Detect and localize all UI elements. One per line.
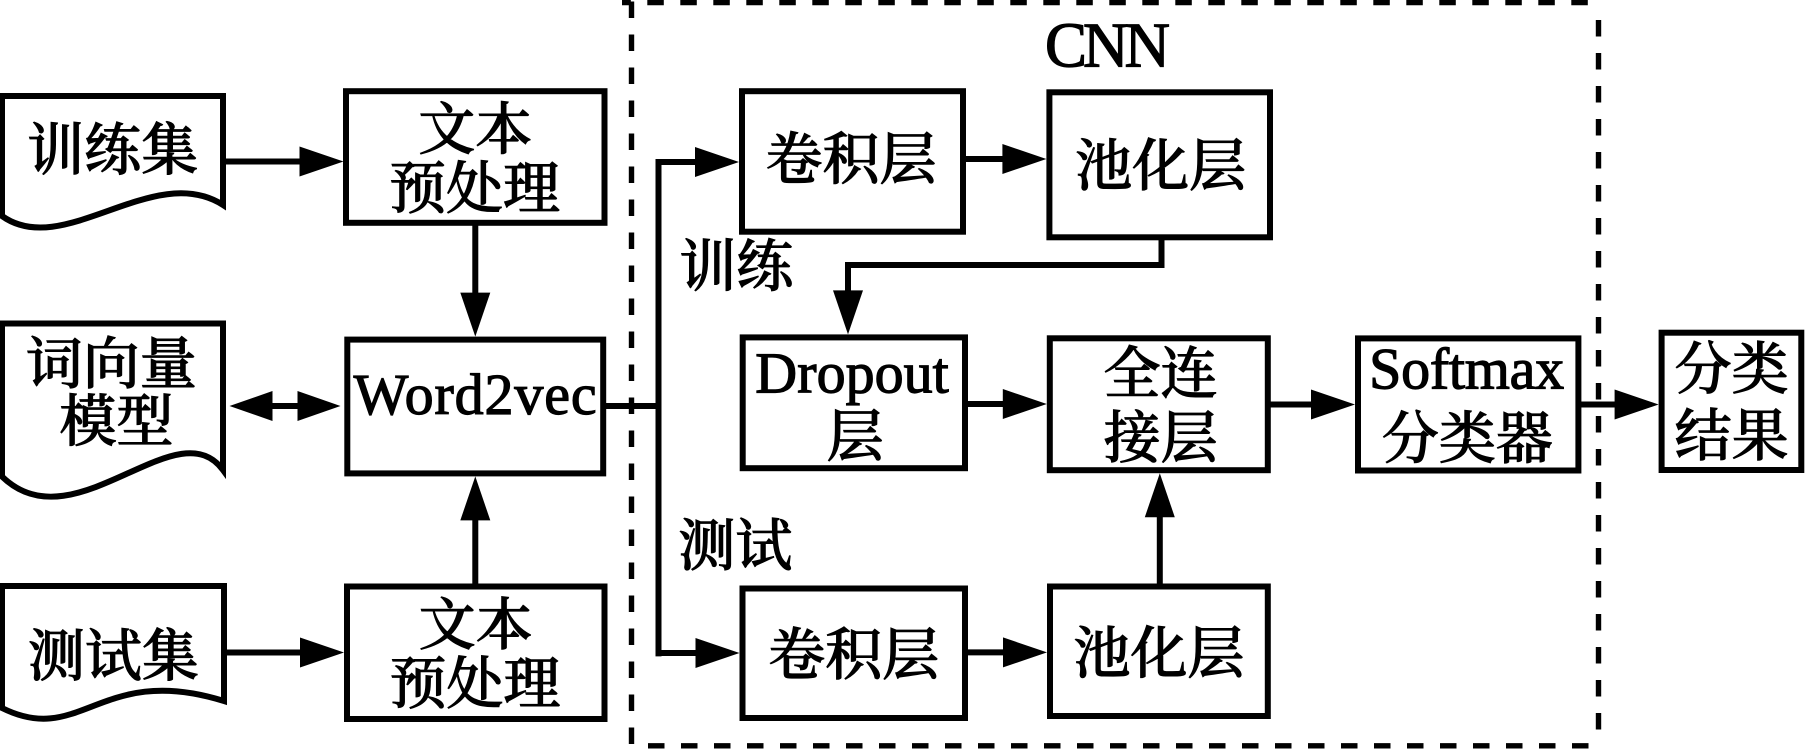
svg-text:Word2vec: Word2vec	[354, 362, 597, 427]
svg-text:Dropout: Dropout	[755, 341, 949, 406]
svg-text:CNN: CNN	[1045, 11, 1170, 81]
svg-text:Softmax: Softmax	[1369, 337, 1564, 402]
